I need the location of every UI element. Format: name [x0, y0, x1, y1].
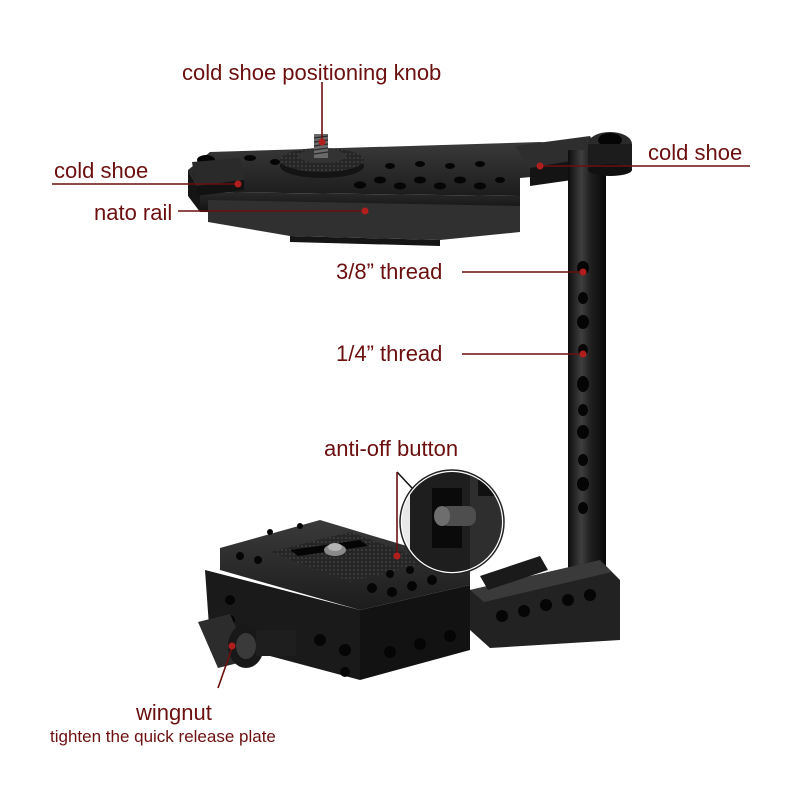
anti-off-inset — [396, 469, 505, 575]
dot-cold-shoe-left — [234, 180, 242, 188]
dot-wingnut — [228, 642, 236, 650]
label-cold-shoe-left: cold shoe — [54, 158, 149, 183]
label-thread-14: 1/4” thread — [336, 341, 443, 366]
leader-lines — [52, 82, 750, 689]
dot-thread-38 — [579, 268, 587, 276]
label-nato-rail: nato rail — [94, 200, 173, 225]
left-cold-shoe — [192, 158, 244, 186]
vertical-rod — [568, 132, 632, 580]
dot-knob — [318, 138, 326, 146]
nato-rail — [208, 200, 520, 240]
marker-dots — [228, 138, 587, 650]
dot-cold-shoe-right — [536, 162, 544, 170]
wingnut-knob — [198, 614, 296, 668]
label-wingnut: wingnut — [136, 700, 212, 725]
top-plate — [188, 134, 630, 246]
leader-wingnut — [217, 647, 233, 689]
dot-thread-14 — [579, 350, 587, 358]
label-anti-off-button: anti-off button — [324, 436, 459, 461]
label-wingnut-description: tighten the quick release plate — [50, 727, 276, 746]
dot-nato-rail — [361, 207, 369, 215]
quick-release-plate — [198, 520, 470, 680]
label-thread-38: 3/8” thread — [336, 259, 443, 284]
label-cold-shoe-right: cold shoe — [648, 140, 743, 165]
label-cold-shoe-positioning-knob: cold shoe positioning knob — [182, 60, 442, 85]
rubber-pad — [270, 532, 430, 582]
base-arm — [470, 556, 620, 648]
dot-anti-off — [393, 552, 401, 560]
right-cold-shoe — [515, 136, 600, 168]
positioning-knob — [280, 134, 364, 178]
